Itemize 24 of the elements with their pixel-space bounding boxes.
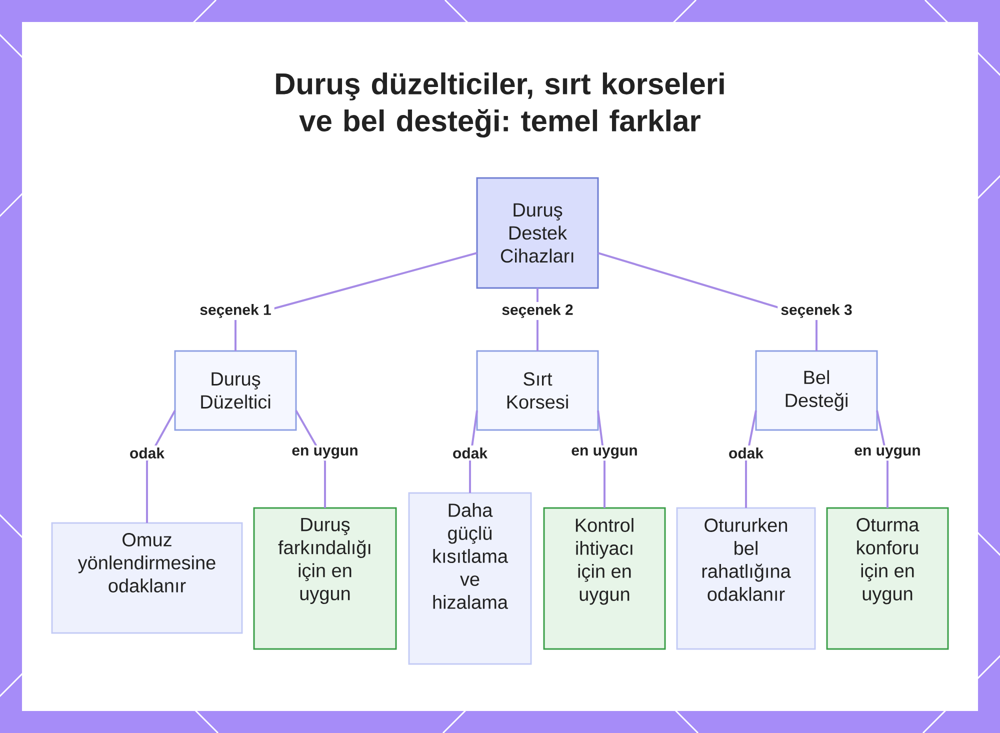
edge-label: odak <box>726 446 767 461</box>
edge-label: en uygun <box>288 445 362 461</box>
edge-label: en uygun <box>568 445 641 461</box>
note-box: Duruş farkındalığı için en uygun <box>253 507 397 650</box>
note-box: Daha güçlü kısıtlama ve hizalama <box>408 492 532 665</box>
edge-label: en uygun <box>851 445 924 461</box>
option-box: Duruş Düzeltici <box>174 350 297 431</box>
note-box: Oturma konforu için en uygun <box>826 507 949 650</box>
edge-label: seçenek 3 <box>778 302 856 320</box>
connector <box>876 410 889 508</box>
title: Duruş düzelticiler, sırt korseleri ve bel desteği: temel farklar <box>276 72 724 138</box>
connector <box>146 410 176 523</box>
note-box: Kontrol ihtiyacı için en uygun <box>543 507 666 650</box>
option-box: Sırt Korsesi <box>476 350 599 431</box>
edge-label: odak <box>126 446 168 461</box>
edge-label: odak <box>450 446 491 461</box>
edge-label: seçenek 1 <box>196 302 274 320</box>
note-box: Otururken bel rahatlığına odaklanır <box>676 507 816 650</box>
note-box: Omuz yönlendirmesine odaklanır <box>51 522 243 634</box>
connector <box>745 410 757 508</box>
edge-label: seçenek 2 <box>498 302 576 320</box>
option-box: Bel Desteği <box>755 350 878 431</box>
topic-box: Duruş Destek Cihazları <box>476 177 599 289</box>
connector <box>597 410 606 508</box>
